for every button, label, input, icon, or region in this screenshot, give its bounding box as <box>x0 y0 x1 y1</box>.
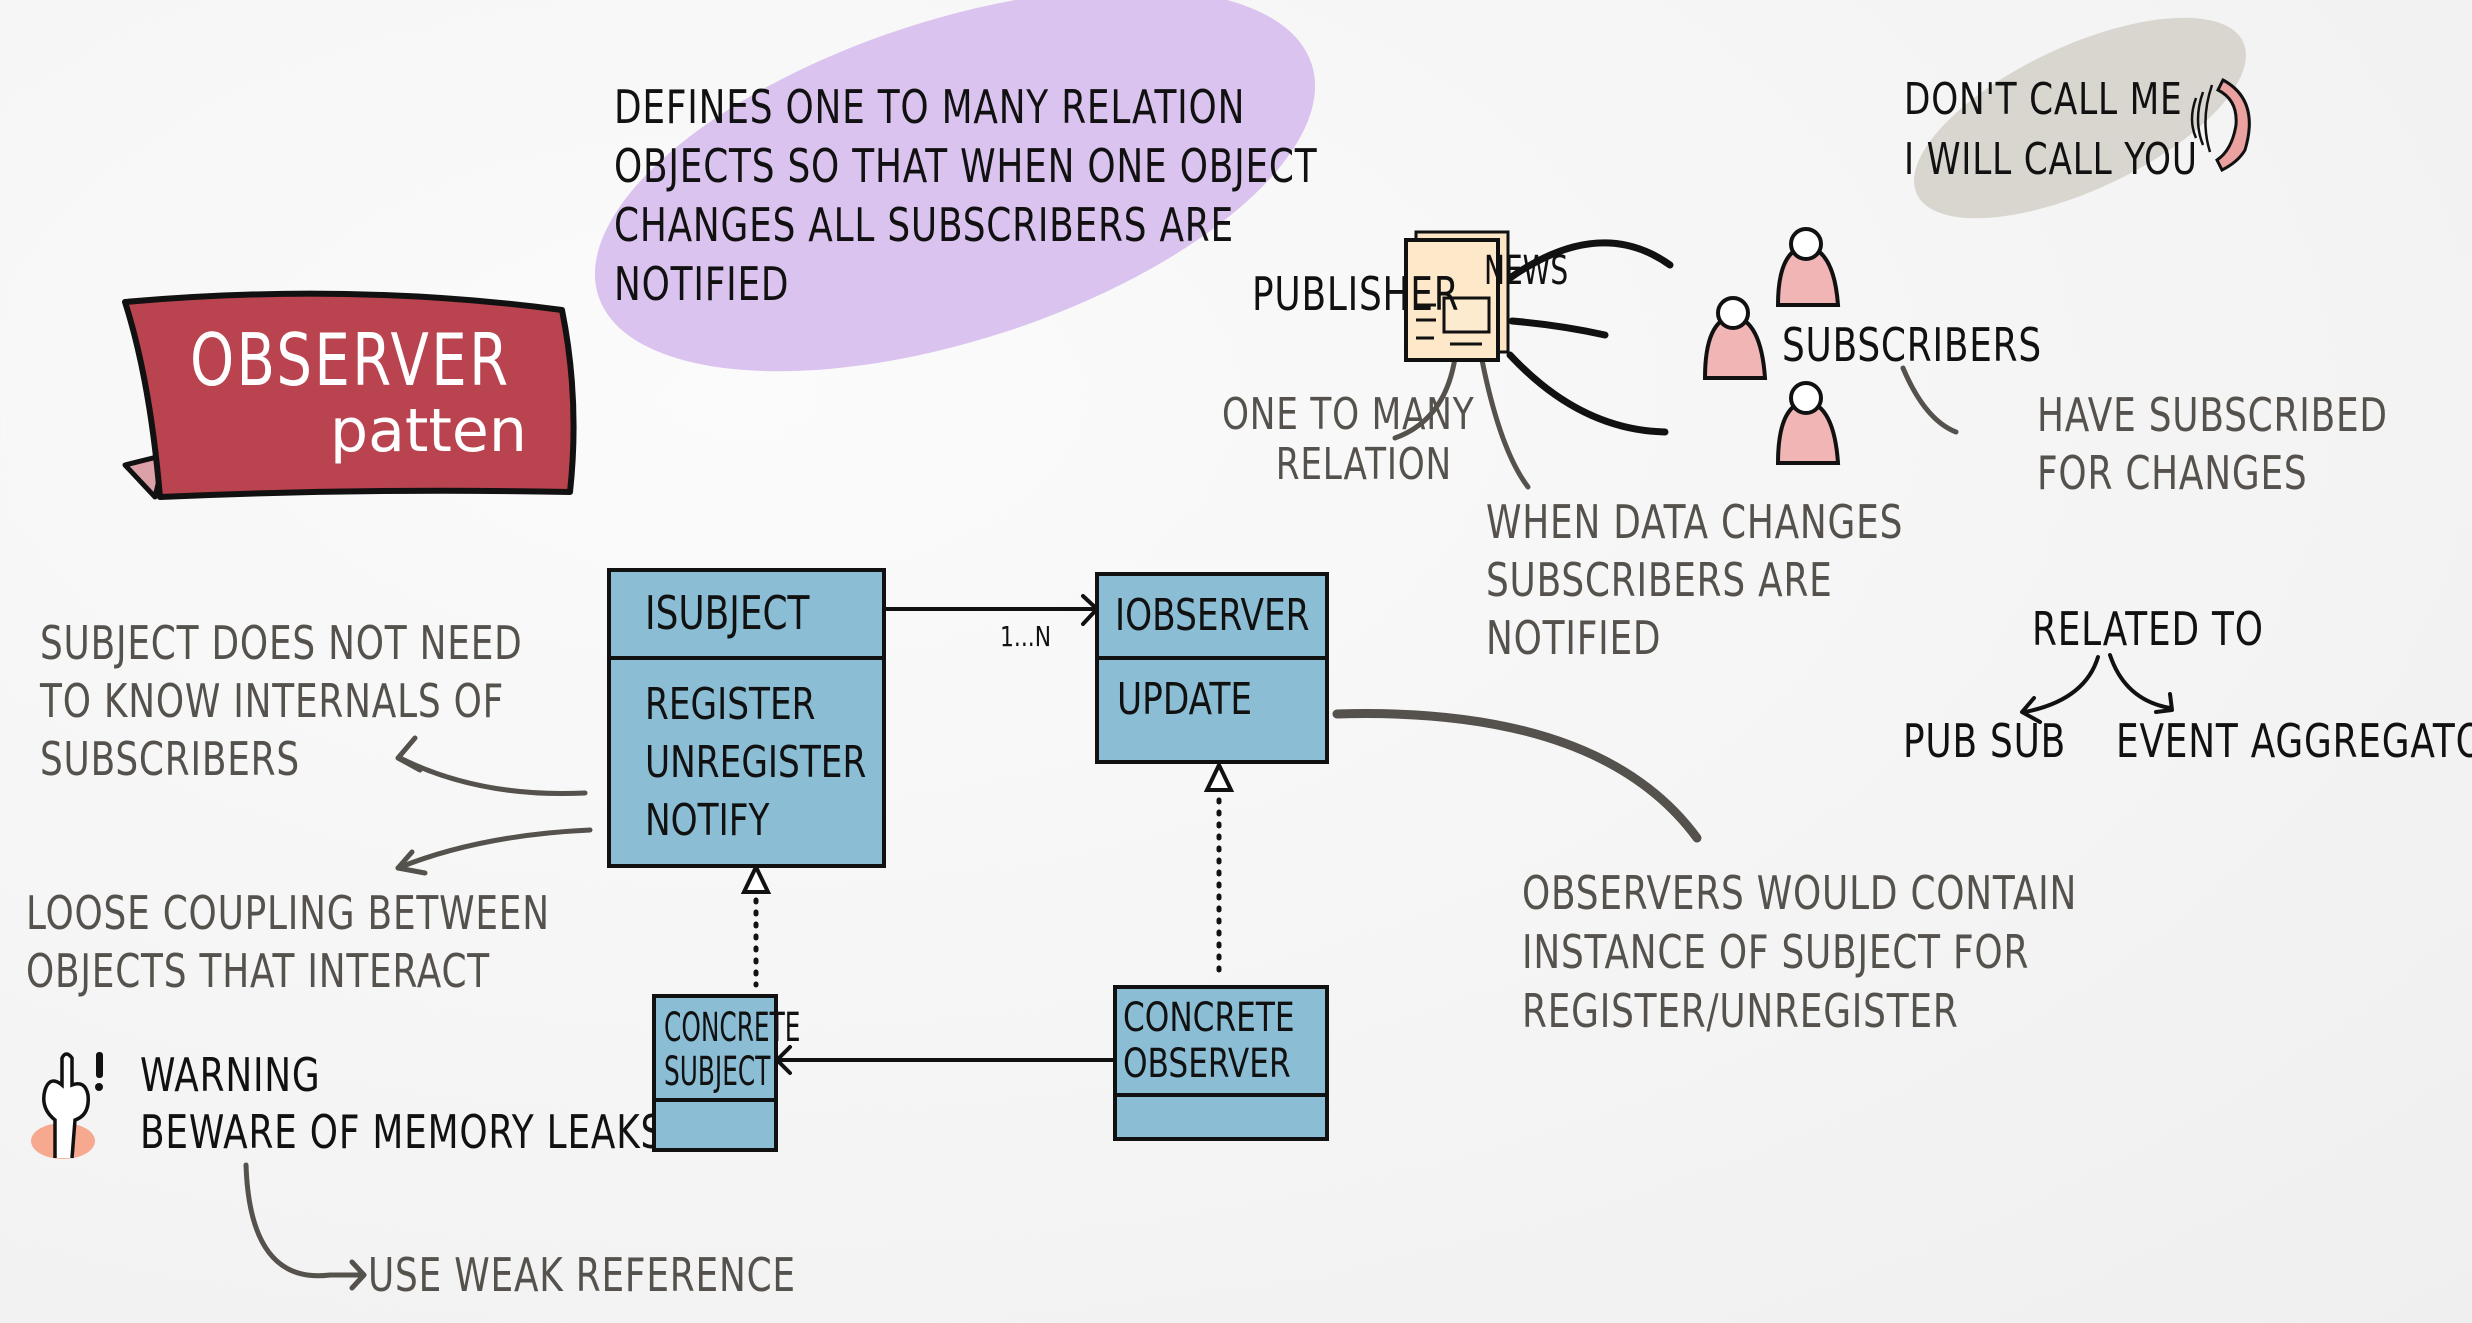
one-to-many-line: RELATION <box>1275 439 1452 490</box>
data-changes-line: NOTIFIED <box>1486 611 1662 665</box>
uml-concrete-observer: CONCRETE OBSERVER <box>1113 985 1329 1141</box>
related-arrows <box>2020 653 2174 724</box>
one-to-many-line: ONE TO MANY <box>1222 389 1475 440</box>
newspaper-icon <box>1404 230 1510 362</box>
subscriber-icon <box>1702 296 1768 380</box>
related-item-eventaggregator: EVENT AGGREGATOR <box>2116 714 2472 768</box>
weak-reference-tip: USE WEAK REFERENCE <box>368 1248 796 1302</box>
have-subscribed-note: HAVE SUBSCRIBED FOR CHANGES <box>2037 386 2388 502</box>
publisher-subscriber-links <box>1506 239 1674 436</box>
hollywood-line: DON'T CALL ME <box>1904 74 2183 125</box>
definition-line: DEFINES ONE TO MANY RELATION <box>614 80 1246 134</box>
loose-coupling-line: OBJECTS THAT INTERACT <box>26 944 490 998</box>
pointing-finger-warning-icon <box>31 1052 103 1159</box>
multiplicity-label: 1...N <box>1000 620 1052 653</box>
uml-concrete-observer-header: CONCRETE OBSERVER <box>1117 989 1325 1097</box>
related-item-pubsub: PUB SUB <box>1903 714 2067 768</box>
title-banner-shape <box>122 290 577 500</box>
newspaper-label: NEWS <box>1484 248 1569 294</box>
realization-subject <box>740 862 772 988</box>
observers-note-line: OBSERVERS WOULD CONTAIN <box>1522 866 2078 920</box>
observers-contain-note: OBSERVERS WOULD CONTAIN INSTANCE OF SUBJ… <box>1522 864 2077 1041</box>
related-to-label: RELATED TO <box>2032 602 2264 656</box>
observers-note-line: REGISTER/UNREGISTER <box>1522 984 1959 1038</box>
have-subscribed-line: FOR CHANGES <box>2037 446 2308 500</box>
callout-lines <box>243 355 1959 1279</box>
data-changes-line: WHEN DATA CHANGES <box>1486 495 1904 549</box>
definition-blob <box>594 0 1316 372</box>
uml-iobserver-methods: UPDATE <box>1099 660 1325 725</box>
subscribers-label: SUBSCRIBERS <box>1782 318 2042 372</box>
realization-observer <box>1203 760 1235 978</box>
uml-iobserver: IOBSERVER UPDATE <box>1095 572 1329 764</box>
callout-arrowheads <box>349 735 428 1291</box>
uml-method: REGISTER <box>645 679 816 730</box>
uml-class-name: OBSERVER <box>1123 1041 1291 1087</box>
hollywood-principle: DON'T CALL ME I WILL CALL YOU <box>1904 70 2198 190</box>
subject-not-need-note: SUBJECT DOES NOT NEED TO KNOW INTERNALS … <box>40 614 523 788</box>
have-subscribed-line: HAVE SUBSCRIBED <box>2037 388 2388 442</box>
subject-note-line: SUBSCRIBERS <box>40 732 300 786</box>
uml-class-name: IOBSERVER <box>1115 590 1310 641</box>
uml-class-name: CONCRETE <box>664 1005 801 1051</box>
loose-coupling-line: LOOSE COUPLING BETWEEN <box>26 886 550 940</box>
uml-isubject-header: ISUBJECT <box>611 572 882 660</box>
subscriber-icon <box>1775 381 1841 465</box>
hollywood-line: I WILL CALL YOU <box>1904 134 2198 185</box>
uml-iobserver-header: IOBSERVER <box>1099 576 1325 660</box>
data-changes-line: SUBSCRIBERS ARE <box>1486 553 1833 607</box>
uml-isubject-methods: REGISTER UNREGISTER NOTIFY <box>611 660 882 850</box>
uml-class-name: SUBJECT <box>664 1049 771 1095</box>
uml-isubject: ISUBJECT REGISTER UNREGISTER NOTIFY <box>607 568 886 868</box>
banner-title: OBSERVER <box>190 318 511 402</box>
subject-note-line: SUBJECT DOES NOT NEED <box>40 616 523 670</box>
one-to-many-note: ONE TO MANY RELATION <box>1222 390 1474 490</box>
dependency-arrow <box>774 1045 1115 1075</box>
publisher-label: PUBLISHER <box>1252 267 1460 321</box>
banner-subtitle: patten <box>330 396 527 466</box>
definition-line: CHANGES ALL SUBSCRIBERS ARE <box>614 198 1234 252</box>
loose-coupling-note: LOOSE COUPLING BETWEEN OBJECTS THAT INTE… <box>26 884 550 1000</box>
uml-method: UNREGISTER <box>645 737 867 788</box>
warning-title: WARNING <box>140 1048 321 1102</box>
subscriber-icon <box>1775 227 1841 307</box>
definition-line: OBJECTS SO THAT WHEN ONE OBJECT <box>614 139 1318 193</box>
uml-class-name: ISUBJECT <box>645 586 810 640</box>
uml-method: UPDATE <box>1117 674 1253 725</box>
definition-text: DEFINES ONE TO MANY RELATION OBJECTS SO … <box>614 78 1317 314</box>
uml-class-name: CONCRETE <box>1123 995 1295 1041</box>
uml-method: NOTIFY <box>645 795 770 846</box>
data-changes-note: WHEN DATA CHANGES SUBSCRIBERS ARE NOTIFI… <box>1486 493 1903 667</box>
definition-line: NOTIFIED <box>614 257 790 311</box>
uml-concrete-subject-header: CONCRETE SUBJECT <box>656 998 801 1102</box>
observers-note-line: INSTANCE OF SUBJECT FOR <box>1522 925 2030 979</box>
association-arrow <box>882 594 1100 626</box>
subject-note-line: TO KNOW INTERNALS OF <box>40 674 505 728</box>
warning-text: BEWARE OF MEMORY LEAKS <box>140 1105 665 1159</box>
phone-ringing-icon <box>2190 77 2251 173</box>
hollywood-blob <box>1914 17 2246 219</box>
uml-concrete-subject: CONCRETE SUBJECT <box>652 994 801 1152</box>
title-banner: OBSERVER patten <box>190 318 601 466</box>
